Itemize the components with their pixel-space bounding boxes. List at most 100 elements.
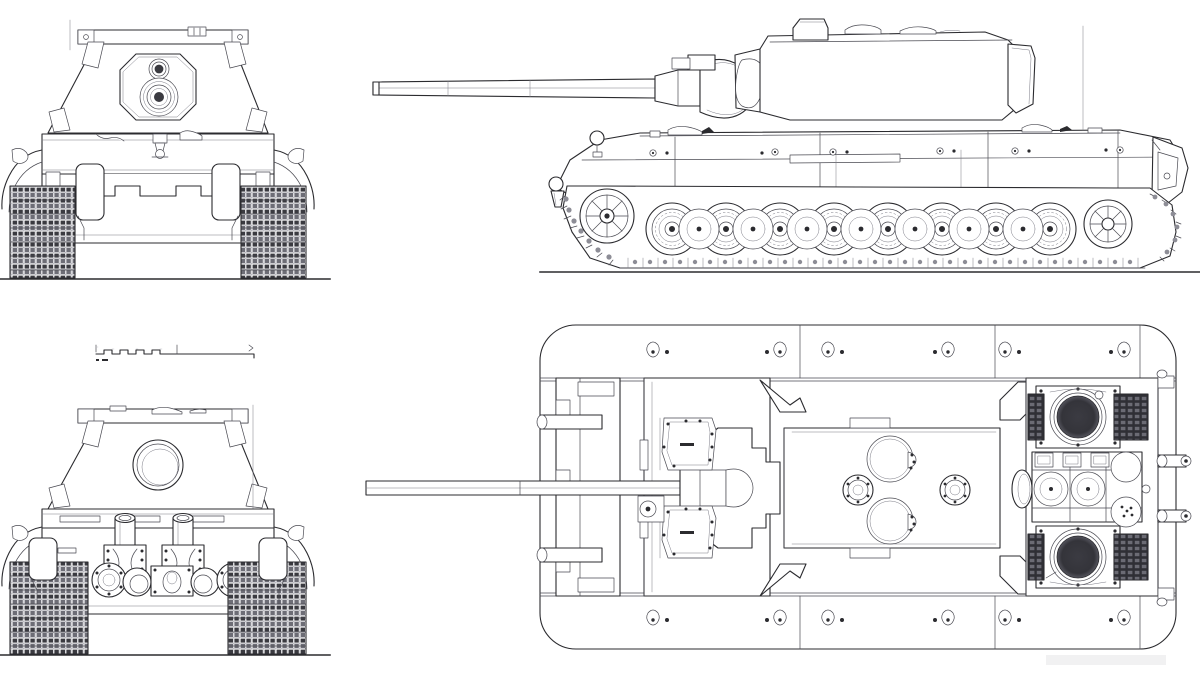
side-profile-view — [373, 19, 1200, 272]
side-hull-access-panel — [790, 154, 900, 163]
rear-elevation-view — [0, 405, 330, 655]
rear-fender-fitting-right — [288, 525, 304, 540]
plan-cooling-fan-upper — [1036, 386, 1120, 448]
side-track-links-bottom — [620, 257, 1145, 268]
plan-tow-bar-right — [537, 548, 602, 562]
side-deck-fitting-b — [668, 126, 702, 135]
side-turret-stowage-bin — [1008, 44, 1035, 113]
plan-rear-tow-eye-upper — [1157, 455, 1191, 467]
rear-track-guide-right — [259, 538, 287, 580]
plan-crew-hatch-upper — [867, 436, 916, 482]
rear-track-brace-right — [279, 578, 285, 604]
side-main-gun-barrel — [373, 79, 655, 98]
plan-radiator-grille-upper-left — [1028, 394, 1044, 440]
front-track-brace-left — [78, 216, 84, 240]
side-commander-cupola — [793, 19, 828, 40]
road-wheel-inner — [787, 209, 827, 249]
side-track-links-rear — [1150, 194, 1181, 261]
rear-flange-left-inner — [123, 568, 151, 596]
side-drive-sprocket — [580, 189, 634, 243]
rear-track-guide-left — [29, 538, 57, 580]
plan-engine-access-row — [1032, 452, 1150, 527]
plan-turret-hatch-lower — [660, 506, 716, 558]
side-track-links-front — [560, 196, 613, 265]
side-rear-hull-plate — [1152, 137, 1188, 203]
front-track-right — [241, 186, 306, 278]
plan-ventilator-left — [843, 475, 873, 505]
side-deck-fitting-d — [1022, 124, 1052, 132]
plan-radiator-grille-lower-right — [1114, 534, 1148, 580]
rear-centre-access-hatch — [151, 566, 193, 596]
road-wheel-inner — [733, 209, 773, 249]
side-coaxial-housing — [688, 55, 715, 70]
plan-turret-ring-lug — [638, 496, 664, 522]
front-bracket-left-lower — [49, 108, 70, 132]
rear-bracket-left-lower — [49, 484, 70, 508]
rear-turret-roof-rail — [78, 406, 248, 423]
plan-radiator-grille-lower-left — [1028, 534, 1044, 580]
plan-engine-oval-cover — [1012, 470, 1032, 508]
rear-track-brace-left — [31, 578, 37, 604]
side-turret-hatch-b — [900, 27, 936, 34]
plan-crew-deck — [784, 418, 1000, 558]
front-track-guide-right — [212, 164, 240, 220]
side-coax-snout — [672, 58, 690, 69]
front-bracket-right-lower — [246, 108, 267, 132]
front-bracket-left-upper — [82, 42, 104, 68]
rear-hull-label-plate — [58, 548, 76, 553]
front-fender-fitting-left — [12, 148, 28, 163]
plan-turret-wedge-upper — [760, 380, 806, 412]
road-wheel-inner — [841, 209, 881, 249]
rear-bracket-left-upper — [82, 421, 104, 447]
plan-turret-hatch-upper — [660, 418, 716, 470]
front-track-left — [10, 186, 75, 278]
plan-tow-bar-left — [537, 415, 602, 429]
plan-rear-corner-lugs — [1157, 370, 1174, 606]
scale-bar-detail — [96, 345, 254, 361]
plan-cooling-fan-lower — [1036, 526, 1120, 588]
road-wheel-inner — [949, 209, 989, 249]
plan-turret-wedge-lower — [760, 564, 806, 596]
plan-fender-seams — [800, 325, 1140, 649]
rear-bracket-right-lower — [246, 484, 267, 508]
rear-fender-fitting-left — [12, 525, 28, 540]
side-idler-wheel — [1084, 200, 1132, 248]
front-turret-roof-rail — [78, 27, 248, 44]
side-deck-fitting-c — [702, 127, 714, 134]
plan-fender-fittings-bottom — [647, 610, 1131, 625]
plan-top-view — [366, 325, 1191, 665]
side-turret-hatch-a — [845, 25, 881, 34]
plan-rear-tow-eye-lower — [1157, 510, 1191, 522]
side-deck-fitting-e — [1060, 126, 1072, 132]
front-bracket-right-upper — [224, 42, 246, 68]
plan-ventilator-right — [940, 475, 970, 505]
side-deck-fitting-a — [650, 131, 660, 137]
front-coaxial-mg-port — [149, 59, 169, 79]
rear-hull-upper-plate — [42, 509, 274, 528]
rear-flange-left-outer — [92, 563, 126, 597]
road-wheel-inner — [679, 209, 719, 249]
road-wheel-inner — [895, 209, 935, 249]
side-hull — [556, 124, 1182, 200]
front-tow-hook — [152, 134, 168, 159]
plan-radiator-grille-upper-right — [1114, 394, 1148, 440]
side-running-gear — [560, 186, 1181, 268]
front-track-brace-right — [232, 216, 238, 240]
side-front-tow-fitting — [549, 177, 564, 207]
plan-crew-hatch-lower — [867, 498, 916, 544]
front-main-gun-bore — [140, 78, 178, 116]
side-turret — [760, 19, 1035, 120]
side-deck-fitting-f — [1088, 128, 1102, 133]
plan-gun-barrel — [366, 481, 680, 495]
rear-turret-hatch — [133, 440, 183, 490]
rear-flange-right-inner — [191, 568, 219, 596]
plan-faint-watermark — [1046, 655, 1166, 665]
front-track-guide-left — [76, 164, 104, 220]
side-hull-bolts — [650, 147, 1123, 156]
road-wheel-inner — [1003, 209, 1043, 249]
plan-fender-fittings-top — [647, 342, 1131, 357]
side-front-fitting — [590, 131, 604, 157]
rear-bracket-right-upper — [224, 421, 246, 447]
